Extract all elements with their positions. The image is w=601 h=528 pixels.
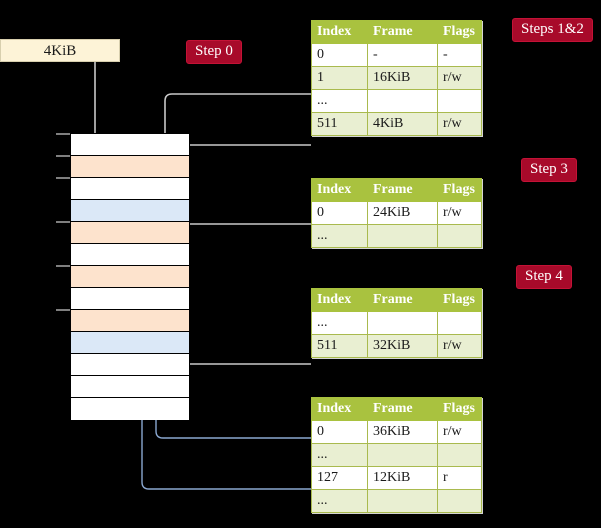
cell-frame: 24KiB — [367, 201, 438, 225]
memory-row-5 — [71, 244, 189, 266]
cell-flags — [437, 489, 482, 513]
cell-index: 511 — [311, 112, 368, 136]
cell-index: 511 — [311, 334, 368, 358]
table-row: ... — [311, 89, 482, 113]
wire-l0-row511-to-memory — [168, 144, 311, 153]
column-header-index: Index — [311, 20, 368, 44]
cell-frame: 16KiB — [367, 66, 438, 90]
memory-row-9 — [71, 332, 189, 354]
memory-row-12 — [71, 398, 189, 420]
cell-flags: r — [437, 466, 482, 490]
cell-frame: - — [367, 43, 438, 67]
memory-row-8 — [71, 310, 189, 332]
column-header-flags: Flags — [437, 178, 482, 202]
cell-index: 1 — [311, 66, 368, 90]
column-header-frame: Frame — [367, 397, 438, 421]
memory-row-11 — [71, 376, 189, 398]
badge-steps-1-2: Steps 1&2 — [512, 18, 593, 42]
cell-index: ... — [311, 443, 368, 467]
cell-flags — [437, 311, 482, 335]
cell-flags — [437, 224, 482, 248]
cell-flags — [437, 443, 482, 467]
memory-tick-1 — [56, 155, 70, 157]
table-row: ... — [311, 443, 482, 467]
table-row: ... — [311, 224, 482, 248]
cell-index: 0 — [311, 420, 368, 444]
badge-step-4: Step 4 — [516, 265, 572, 289]
memory-row-2 — [71, 178, 189, 200]
cell-flags: r/w — [437, 420, 482, 444]
cell-index: ... — [311, 89, 368, 113]
column-header-flags: Flags — [437, 288, 482, 312]
memory-tick-0 — [56, 133, 70, 135]
memory-row-0 — [71, 134, 189, 156]
memory-tick-2 — [56, 177, 70, 179]
cell-frame: 4KiB — [367, 112, 438, 136]
cell-index: 0 — [311, 201, 368, 225]
cell-index: ... — [311, 311, 368, 335]
memory-tick-5 — [56, 309, 70, 311]
badge-step-0: Step 0 — [186, 40, 242, 64]
cell-frame: 32KiB — [367, 334, 438, 358]
wire-l2-row511-to-memory — [171, 311, 311, 365]
cell-frame — [367, 311, 438, 335]
table-row: 0-- — [311, 43, 482, 67]
column-header-frame: Frame — [367, 288, 438, 312]
physical-memory-column — [70, 133, 190, 420]
column-header-flags: Flags — [437, 20, 482, 44]
cell-index: 127 — [311, 466, 368, 490]
memory-tick-3 — [56, 221, 70, 223]
table-row: ... — [311, 489, 482, 513]
cell-frame: 12KiB — [367, 466, 438, 490]
cell-frame: 36KiB — [367, 420, 438, 444]
memory-row-4 — [71, 222, 189, 244]
table-row: ... — [311, 311, 482, 335]
column-header-frame: Frame — [367, 20, 438, 44]
column-header-index: Index — [311, 178, 368, 202]
memory-tick-4 — [56, 265, 70, 267]
cell-frame — [367, 489, 438, 513]
memory-row-7 — [71, 288, 189, 310]
cell-frame — [367, 443, 438, 467]
cell-flags: r/w — [437, 112, 482, 136]
memory-row-1 — [71, 156, 189, 178]
cell-flags: r/w — [437, 201, 482, 225]
badge-step-3: Step 3 — [521, 158, 577, 182]
cell-frame — [367, 224, 438, 248]
column-header-index: Index — [311, 397, 368, 421]
memory-row-6 — [71, 266, 189, 288]
cell-frame — [367, 89, 438, 113]
cell-index: 0 — [311, 43, 368, 67]
cell-flags: r/w — [437, 334, 482, 358]
memory-row-10 — [71, 354, 189, 376]
column-header-index: Index — [311, 288, 368, 312]
column-header-frame: Frame — [367, 178, 438, 202]
cell-index: ... — [311, 224, 368, 248]
column-header-flags: Flags — [437, 397, 482, 421]
wire-l1-row0-to-memory — [182, 223, 311, 282]
cell-flags: - — [437, 43, 482, 67]
cell-flags — [437, 89, 482, 113]
callout-frame-size: 4KiB — [0, 39, 120, 62]
memory-row-3 — [71, 200, 189, 222]
cell-index: ... — [311, 489, 368, 513]
cell-flags: r/w — [437, 66, 482, 90]
